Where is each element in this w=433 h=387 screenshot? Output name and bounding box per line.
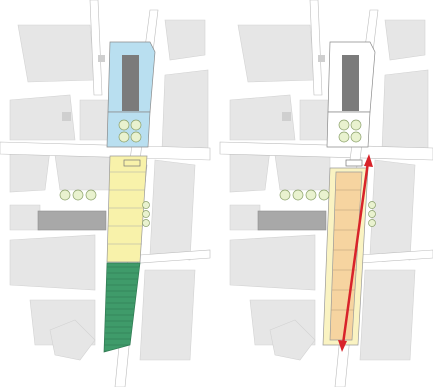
right-panel	[219, 0, 433, 387]
building-block	[17, 24, 96, 83]
tree-icon	[368, 219, 376, 227]
red-arrow-shaft	[341, 161, 370, 345]
yellow-kiosk	[123, 159, 141, 167]
left-building-blocks	[9, 19, 209, 361]
building-block	[359, 269, 416, 361]
building-block	[229, 149, 271, 193]
building-block	[164, 19, 206, 61]
grey-wall	[37, 210, 107, 231]
tree-icon	[350, 119, 362, 131]
arrowhead-up-icon	[364, 154, 373, 167]
tree-icon	[85, 189, 97, 201]
building-block	[229, 204, 261, 231]
tree-icon	[72, 189, 84, 201]
tree-row-left	[59, 189, 150, 227]
yellow-zone	[106, 155, 148, 263]
blue-zone-lower	[106, 111, 151, 148]
building-block	[49, 319, 96, 361]
building-block	[384, 19, 426, 61]
tree-icon	[118, 119, 130, 131]
small-building	[282, 112, 291, 121]
orange-zone	[329, 171, 363, 341]
small-building	[98, 55, 105, 62]
building-block	[299, 99, 329, 141]
tree-icon	[305, 189, 317, 201]
building-block	[79, 99, 109, 141]
tree-row-right	[279, 189, 376, 227]
tree-icon	[279, 189, 291, 201]
tree-icon	[130, 119, 142, 131]
tree-icon	[142, 219, 150, 227]
building-block	[9, 234, 96, 291]
building-block	[269, 319, 316, 361]
building-block	[149, 159, 196, 261]
kiosk	[345, 159, 363, 167]
right-building-blocks	[229, 19, 429, 361]
tree-icon	[338, 119, 350, 131]
tree-icon	[292, 189, 304, 201]
building-block	[9, 94, 76, 141]
building-block	[381, 69, 429, 151]
tree-icon	[142, 201, 150, 209]
building-block	[237, 24, 316, 83]
building-block	[161, 69, 209, 151]
street	[89, 0, 103, 96]
small-building	[318, 55, 325, 62]
building-block	[229, 234, 316, 291]
tree-icon	[142, 210, 150, 218]
tree-cluster	[338, 119, 362, 143]
tree-icon	[368, 210, 376, 218]
tree-icon	[368, 201, 376, 209]
tree-icon	[350, 131, 362, 143]
tree-icon	[338, 131, 350, 143]
arrowhead-down-icon	[338, 340, 347, 352]
grey-wall	[257, 210, 327, 231]
small-building	[62, 112, 71, 121]
green-zone-hatch	[104, 263, 140, 352]
building-block	[9, 204, 41, 231]
dark-building	[122, 55, 139, 111]
building-block	[139, 269, 196, 361]
tree-icon	[318, 189, 330, 201]
tree-icon	[118, 131, 130, 143]
building-block	[229, 94, 296, 141]
yellow-zone-divisions	[108, 171, 146, 245]
tree-icon	[59, 189, 71, 201]
building-block	[54, 154, 111, 191]
outline-zone-lower	[326, 111, 371, 148]
left-panel	[0, 0, 211, 387]
building-block	[369, 159, 416, 261]
building-block	[274, 154, 331, 191]
building-block	[9, 149, 51, 193]
red-arrow	[338, 154, 373, 352]
street	[309, 0, 323, 96]
tree-icon	[130, 131, 142, 143]
tree-cluster	[118, 119, 142, 143]
dark-building	[342, 55, 359, 111]
